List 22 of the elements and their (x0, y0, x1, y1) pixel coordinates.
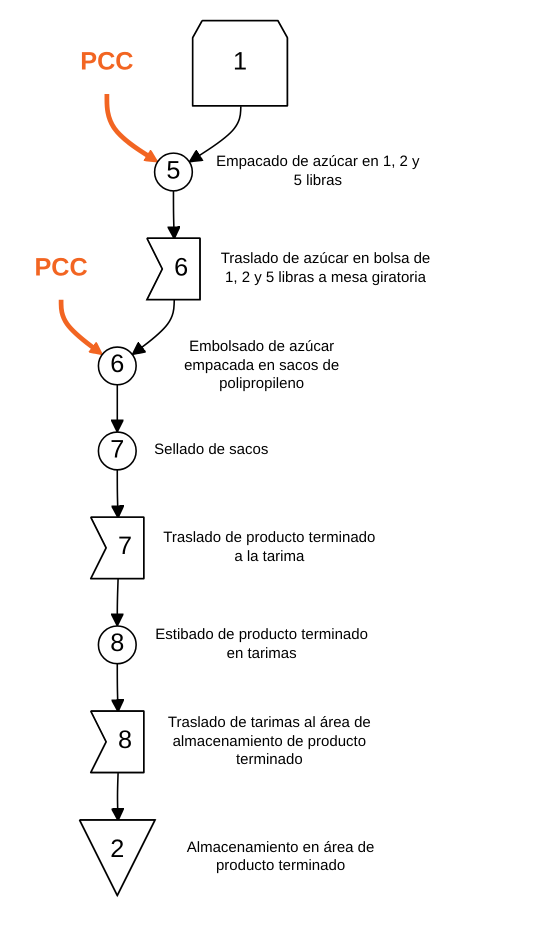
arrow (132, 300, 176, 356)
node-circle (98, 346, 137, 386)
arrow (188, 106, 242, 162)
node-circle (98, 625, 137, 664)
arrow (110, 579, 124, 627)
step-description: Traslado de producto terminado a la tarima (162, 528, 376, 566)
step-description: Traslado de azúcar en bolsa de 1, 2 y 5 libras a mesa giratoria (220, 250, 432, 288)
step-description: Embolsado de azúcar empacada en sacos de polipropileno (183, 338, 340, 394)
node-circle (154, 152, 194, 192)
node-text: PCC (80, 49, 134, 76)
arrow (110, 773, 125, 822)
arrow (104, 94, 158, 162)
arrow (58, 300, 103, 356)
node-text: PCC (34, 254, 88, 282)
step-description: Sellado de sacos (154, 441, 268, 460)
step-description: Almacenamiento en área de producto terminado (186, 838, 376, 876)
arrow (110, 664, 125, 712)
step-description: Empacado de azúcar en 1, 2 y 5 libras (215, 153, 421, 190)
node-circle (98, 431, 137, 471)
arrow (110, 384, 124, 433)
step-description: Estibado de producto terminado en tarimas (154, 626, 369, 664)
step-description: Traslado de tarimas al área de almacenamiento de producto terminado (166, 714, 372, 770)
